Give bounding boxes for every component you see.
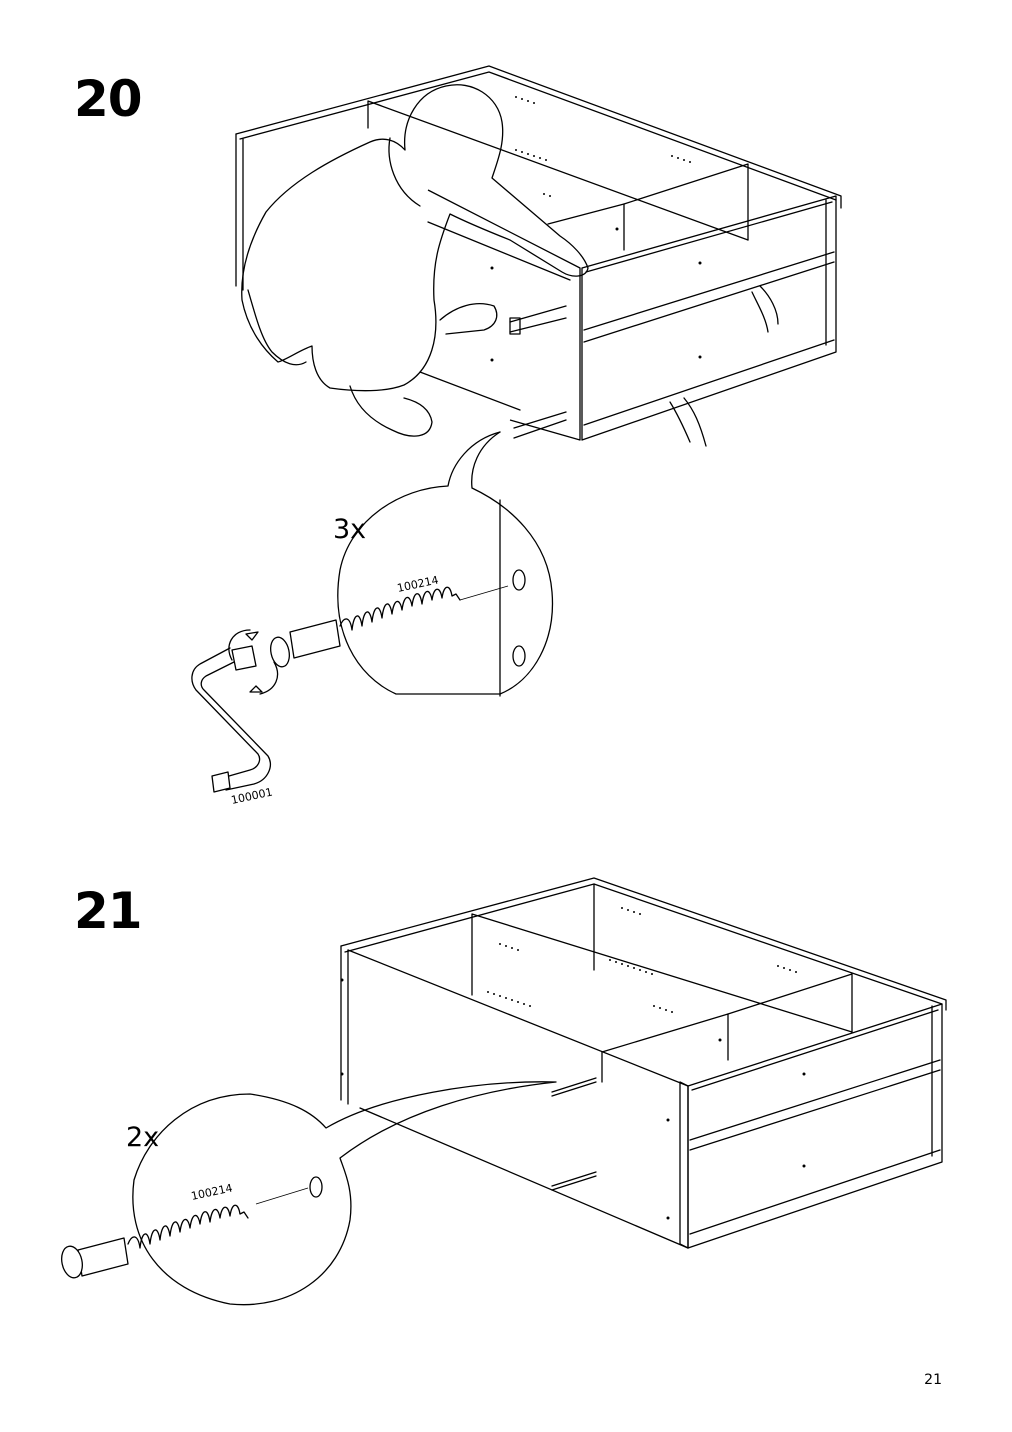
step-21-screw-part-no: 100214 — [190, 1181, 234, 1202]
tool-part-no: 100001 — [230, 785, 274, 806]
page-number: 21 — [924, 1372, 942, 1388]
step-21-quantity: 2x — [126, 1122, 160, 1153]
step-20-screw — [268, 587, 460, 668]
step-20-illustration: 100214 100001 — [192, 66, 841, 807]
step-21-number: 21 — [74, 882, 143, 940]
step-20-number: 20 — [74, 70, 143, 128]
step-20-quantity: 3x — [333, 514, 367, 545]
step-21-screw — [59, 1205, 248, 1279]
step-21-illustration: 100214 — [59, 878, 946, 1305]
step-20-screw-part-no: 100214 — [396, 573, 440, 594]
hex-key-tool — [192, 630, 278, 792]
